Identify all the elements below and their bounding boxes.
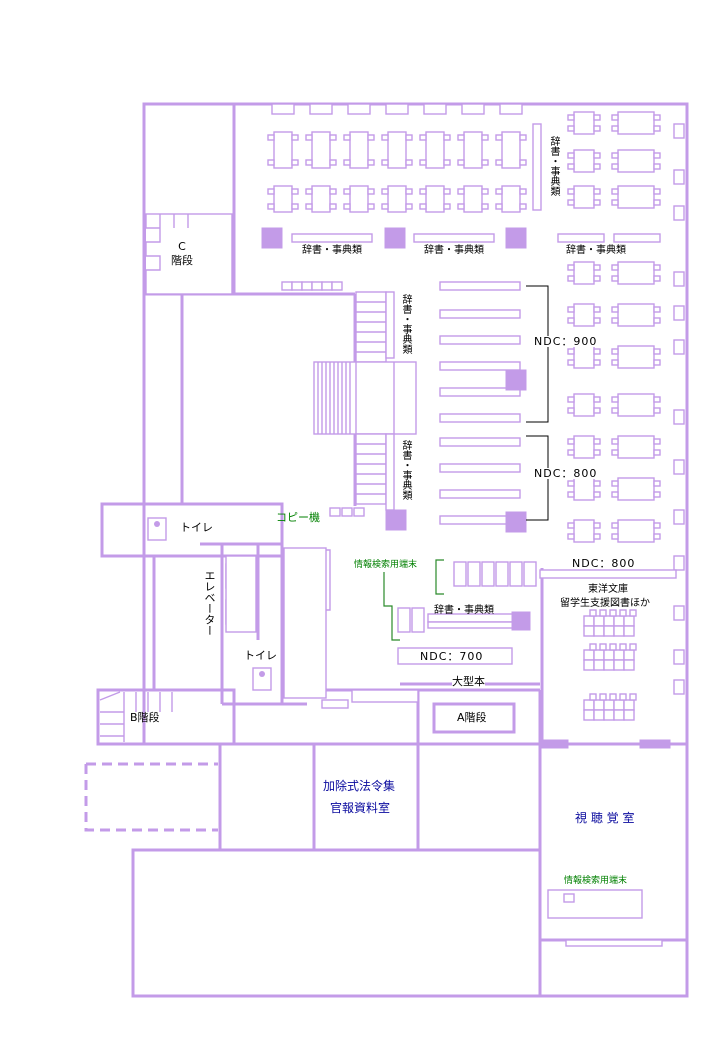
foreign-student-books-label: 留学生支援図書ほか bbox=[560, 598, 650, 609]
toilet-label: トイレ bbox=[180, 521, 213, 534]
toilet-label: トイレ bbox=[244, 649, 277, 662]
c-stairs bbox=[145, 213, 233, 295]
large-books-label: 大型本 bbox=[452, 675, 485, 688]
shelf-label: 辞書・事典類 bbox=[424, 245, 484, 256]
law-collection-label: 加除式法令集 bbox=[323, 779, 396, 793]
a-stairs-box bbox=[432, 702, 516, 734]
av-room-label: 視 聴 覚 室 bbox=[575, 811, 635, 825]
ndc-800-label: NDC：800 bbox=[572, 557, 636, 570]
ndc-900-label: NDC：900 bbox=[534, 335, 598, 348]
ndc-800-label: NDC：800 bbox=[534, 467, 598, 480]
elevator-cars bbox=[225, 555, 257, 633]
central-stairs bbox=[313, 291, 417, 505]
walls bbox=[84, 102, 689, 998]
gazette-room-label: 官報資料室 bbox=[330, 801, 391, 815]
pillars bbox=[261, 227, 671, 749]
terminal-label: 情報検索用端末 bbox=[564, 876, 628, 886]
b-stairs bbox=[99, 691, 173, 742]
shelf-label: 辞書・事典類 bbox=[566, 245, 626, 256]
b-stairs-label: B階段 bbox=[130, 711, 160, 724]
bookshelves bbox=[291, 123, 677, 947]
toilet-icon bbox=[147, 517, 167, 541]
shelf-label: 辞書・事典類 bbox=[302, 245, 362, 256]
ndc-700-label: NDC：700 bbox=[420, 650, 484, 663]
escalator bbox=[283, 547, 331, 699]
toilet-icon bbox=[252, 667, 272, 691]
a-stairs-label: A階段 bbox=[457, 711, 487, 724]
elevator-label: エレベーター bbox=[203, 570, 216, 636]
terminal-label: 情報検索用端末 bbox=[354, 560, 418, 570]
shelf-label: 辞書・事典類 bbox=[400, 440, 411, 500]
shelf-label: 辞書・事典類 bbox=[434, 605, 494, 616]
toyo-bunko-label: 東洋文庫 bbox=[588, 584, 628, 595]
copy-machine-label: コピー機 bbox=[276, 511, 320, 524]
reading-tables bbox=[267, 103, 527, 213]
c-stairs-label: C 階段 bbox=[171, 240, 193, 268]
reading-tables-right bbox=[281, 111, 685, 721]
shelf-label: 辞書・事典類 bbox=[548, 136, 559, 196]
shelf-label: 辞書・事典類 bbox=[400, 294, 411, 354]
